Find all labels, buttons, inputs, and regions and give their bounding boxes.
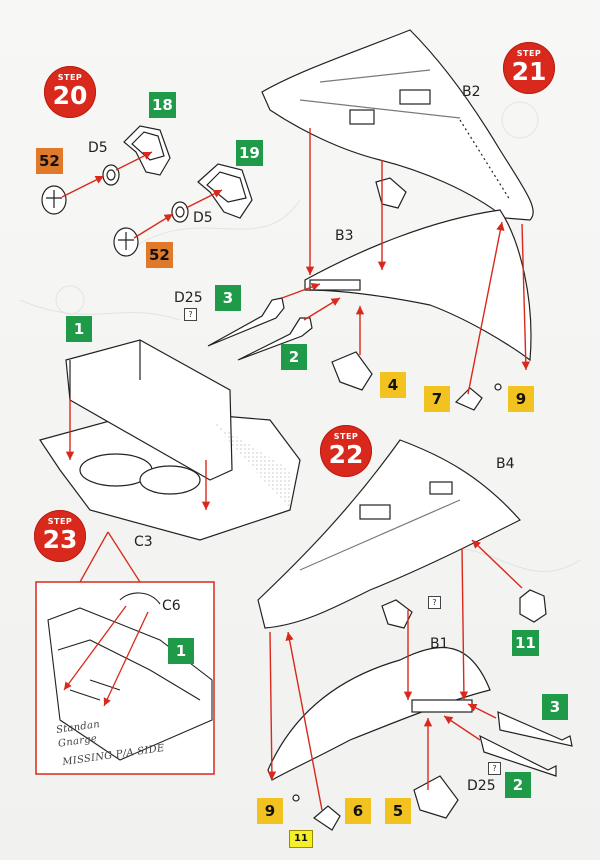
step23-box [35,531,215,775]
c3-part [39,339,301,541]
label-c6: C6 [162,598,181,614]
step21-wing-b2 [261,29,534,221]
part-badge-52: 52 [36,148,63,174]
part-badge-5: 5 [385,798,411,824]
step22-wing-b1 [267,646,491,781]
label-d5: D5 [88,140,108,156]
part-badge-3: 3 [215,285,241,311]
step-word: STEP [57,73,83,82]
part-badge-18: 18 [149,92,176,118]
part-badge-19: 19 [236,140,263,166]
part-badge-11: 11 [512,630,539,656]
part-badge-7: 7 [424,386,450,412]
step-number: 20 [52,81,88,110]
step22-parts [292,589,573,831]
unknown-part-icon: ? [428,596,441,609]
part-badge-2: 2 [505,772,531,798]
part-badge-9: 9 [508,386,534,412]
label-d25: D25 [467,778,496,794]
part-badge-1: 1 [168,638,194,664]
step-23-bubble: STEP 23 [34,510,86,562]
unknown-part-icon: ? [488,762,501,775]
step-word: STEP [333,432,359,441]
step-number: 23 [42,525,78,554]
step21-wing-b3 [304,209,532,362]
part-badge-9: 9 [257,798,283,824]
label-c3: C3 [134,534,153,550]
part-badge-6: 6 [345,798,371,824]
step-21-bubble: STEP 21 [503,42,555,94]
label-b1: B1 [430,636,449,652]
step-20-bubble: STEP 20 [44,66,96,118]
step-22-bubble: STEP 22 [320,425,372,477]
part-badge-2: 2 [281,344,307,370]
step-number: 22 [328,440,364,469]
step22-arrows [267,539,523,811]
label-b2: B2 [462,84,481,100]
c3-arrows [65,398,211,510]
part-badge-1: 1 [66,316,92,342]
step-number: 21 [511,57,547,86]
step-word: STEP [516,49,542,58]
step21-probes [207,177,502,411]
step20-arrows [61,151,223,239]
unknown-part-icon: ? [184,308,197,321]
step22-wing-b4 [257,439,521,629]
label-b4: B4 [496,456,515,472]
step-word: STEP [47,517,73,526]
label-d5: D5 [193,210,213,226]
label-b3: B3 [335,228,354,244]
part-badge-52: 52 [146,242,173,268]
part-badge-3: 3 [542,694,568,720]
page-number: 11 [289,830,313,848]
label-d25: D25 [174,290,203,306]
part-badge-4: 4 [380,372,406,398]
step21-arrows [281,128,530,395]
